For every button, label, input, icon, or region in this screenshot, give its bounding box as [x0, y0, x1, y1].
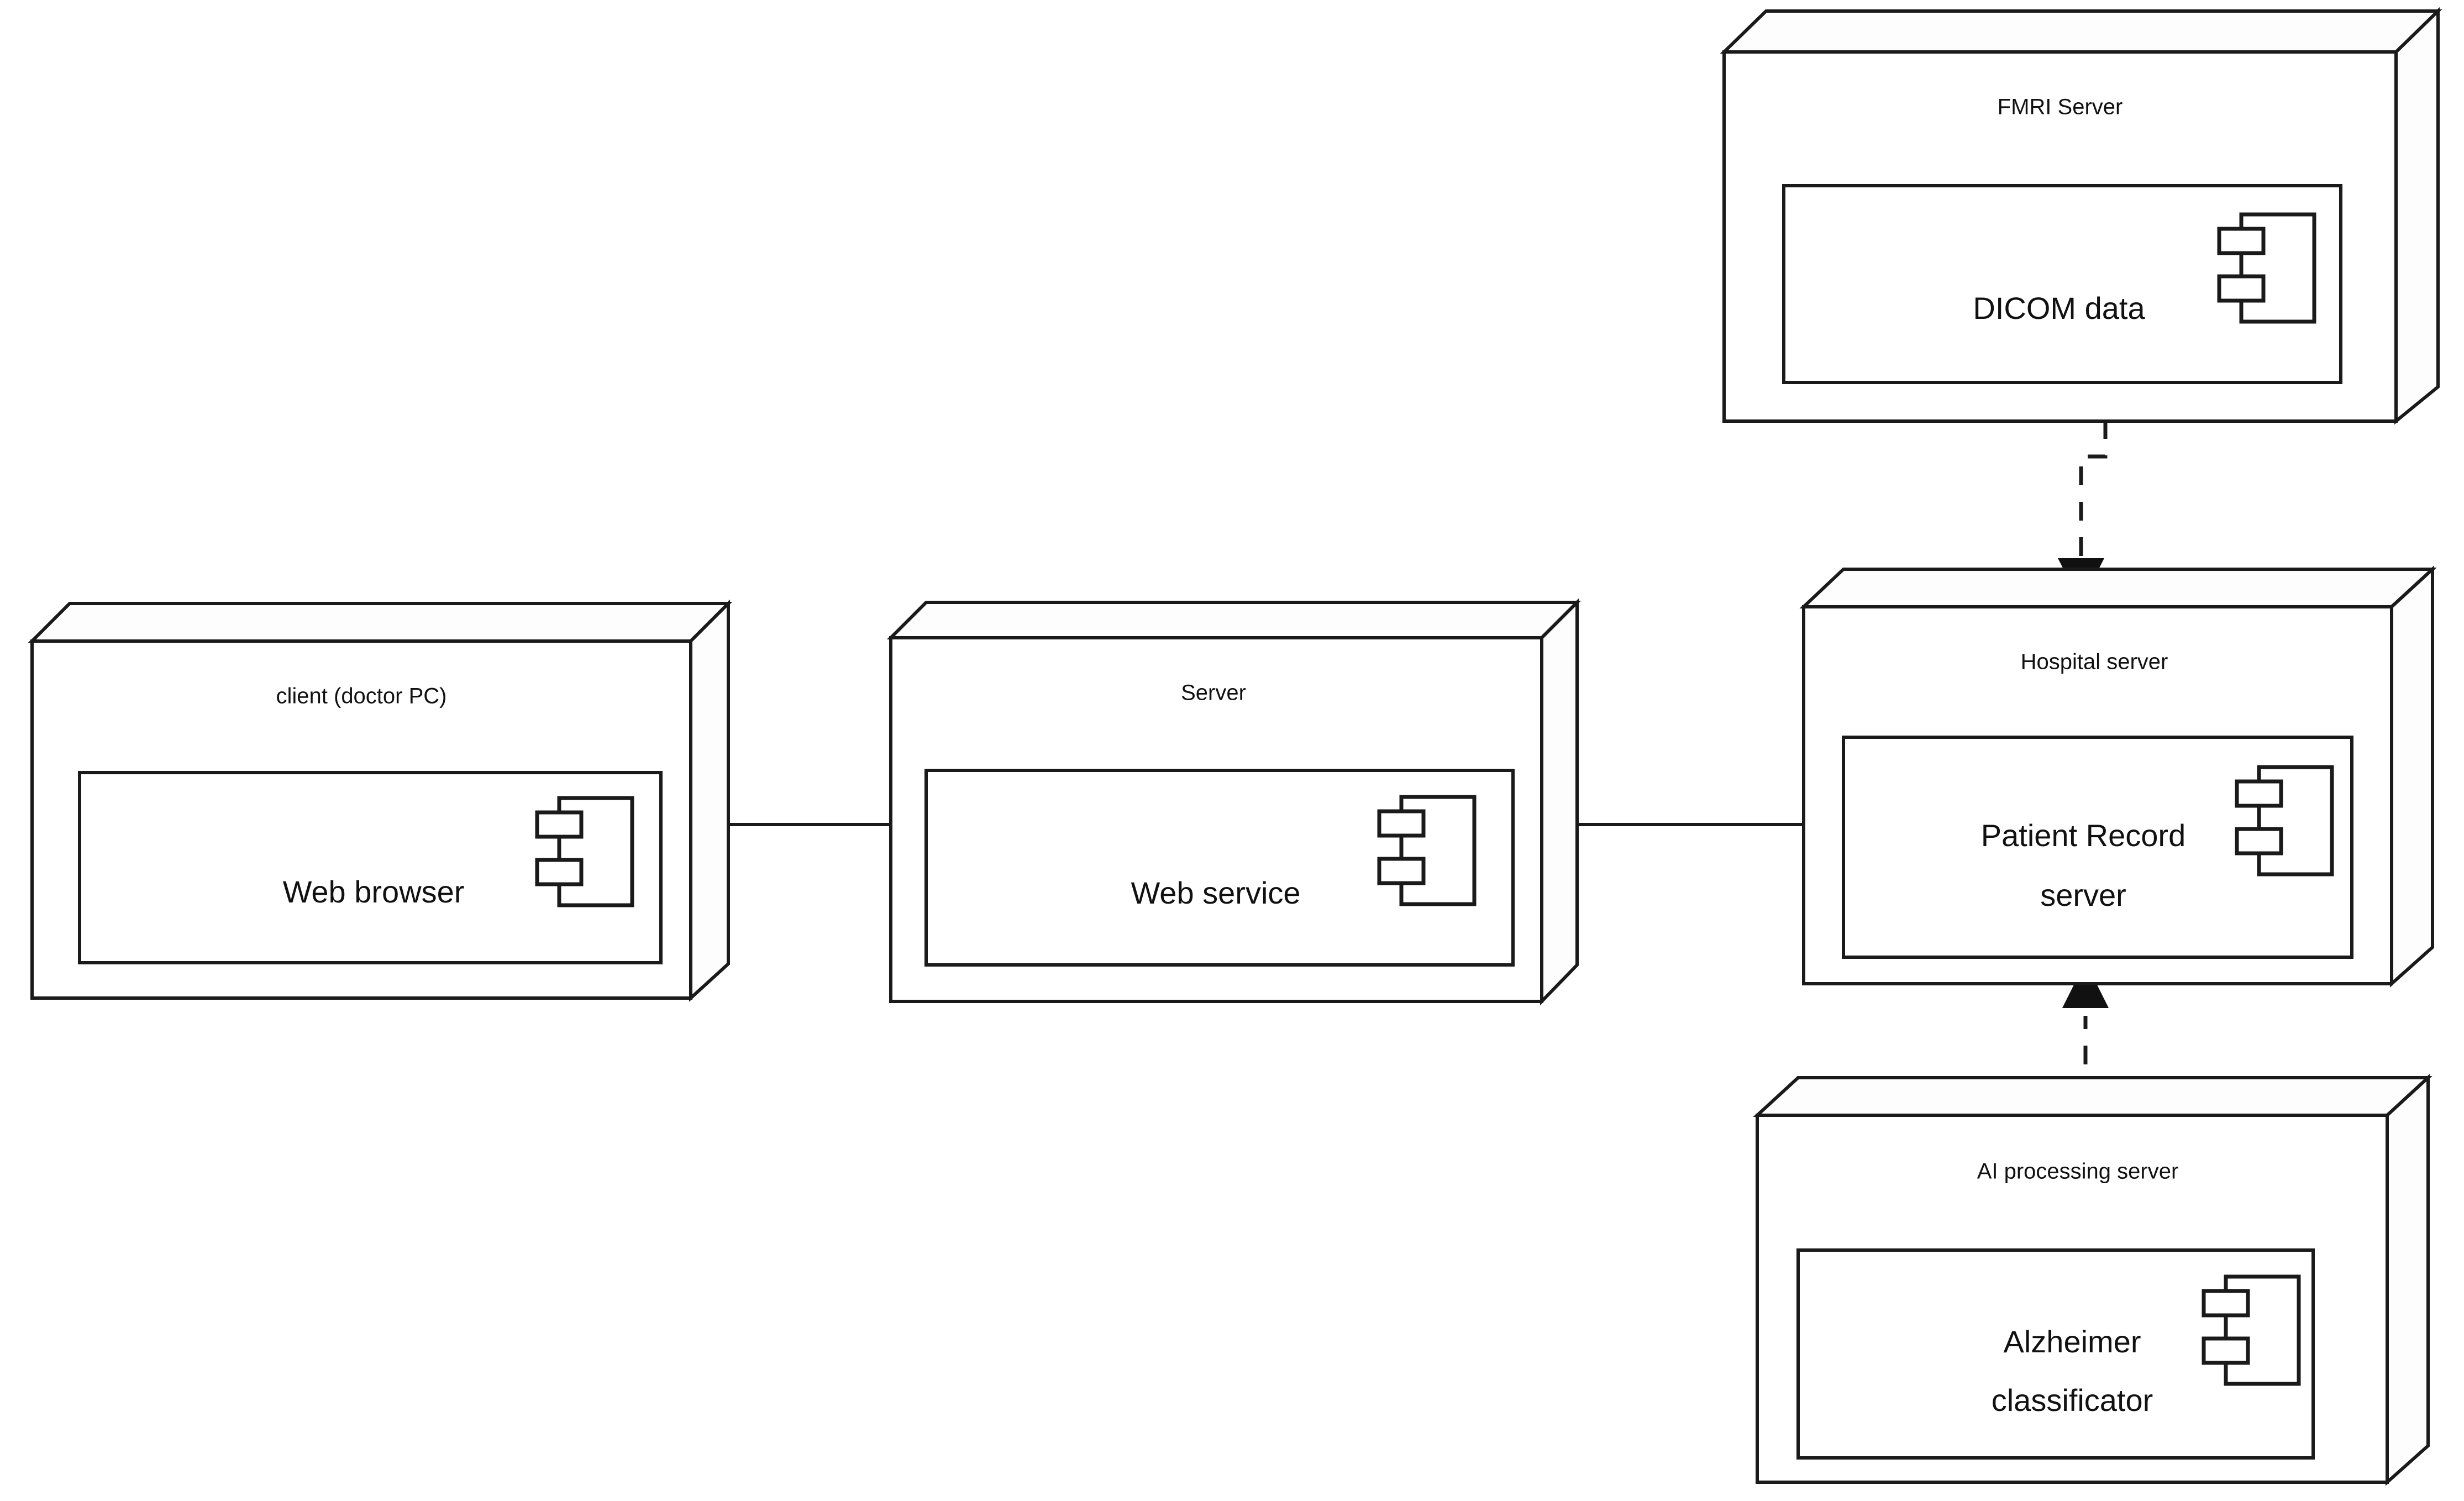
artifact-patient-record-server[interactable]: Patient Record server: [1842, 736, 2353, 959]
uml-component-icon: [535, 796, 634, 907]
node-server[interactable]: Server Web service: [886, 598, 1582, 1006]
artifact-dicom-data[interactable]: DICOM data: [1782, 184, 2342, 384]
node-fmri-server[interactable]: FMRI Server DICOM data: [1720, 7, 2442, 425]
artifact-alzheimer-label-line1: Alzheimer: [2004, 1324, 2141, 1359]
node-fmri-server-side-face: [2394, 7, 2440, 425]
node-hospital-side-face: [2390, 565, 2434, 988]
artifact-patient-record-label-line2: server: [2040, 878, 2126, 912]
node-client-side-face: [689, 599, 730, 1002]
node-client-doctor-pc[interactable]: client (doctor PC) Web browser: [28, 599, 733, 1002]
node-hospital-label: Hospital server: [2021, 650, 2168, 674]
node-ai-side-face: [2386, 1074, 2430, 1486]
node-fmri-server-label: FMRI Server: [1998, 95, 2123, 119]
node-server-side-face: [1540, 598, 1579, 1006]
artifact-alzheimer-label-line2: classificator: [1992, 1383, 2153, 1418]
node-fmri-server-top-face: [1720, 9, 2442, 54]
node-ai-top-face: [1753, 1076, 2433, 1117]
uml-component-icon: [2235, 765, 2334, 877]
artifact-alzheimer-classificator[interactable]: Alzheimer classificator: [1796, 1248, 2315, 1460]
uml-component-icon: [2217, 212, 2316, 324]
node-ai-label: AI processing server: [1977, 1159, 2179, 1184]
uml-component-icon: [1377, 795, 1477, 906]
dep-line-fmri-hospital: [2079, 420, 2108, 570]
node-client-label: client (doctor PC): [276, 684, 447, 708]
artifact-web-browser[interactable]: Web browser: [78, 771, 663, 964]
artifact-web-browser-label: Web browser: [283, 874, 465, 909]
artifact-web-service[interactable]: Web service: [924, 769, 1515, 967]
artifact-web-service-label: Web service: [1131, 875, 1300, 910]
artifact-patient-record-label-line1: Patient Record: [1981, 818, 2185, 853]
node-server-label: Server: [1181, 681, 1246, 705]
node-hospital-top-face: [1799, 568, 2437, 608]
node-ai-processing-server[interactable]: AI processing server Alzheimer classific…: [1753, 1074, 2433, 1486]
node-hospital-server[interactable]: Hospital server Patient Record server: [1799, 565, 2437, 988]
node-client-top-face: [28, 602, 733, 643]
artifact-dicom-data-label: DICOM data: [1973, 291, 2145, 326]
node-server-top-face: [886, 601, 1582, 639]
uml-component-icon: [2202, 1274, 2301, 1386]
